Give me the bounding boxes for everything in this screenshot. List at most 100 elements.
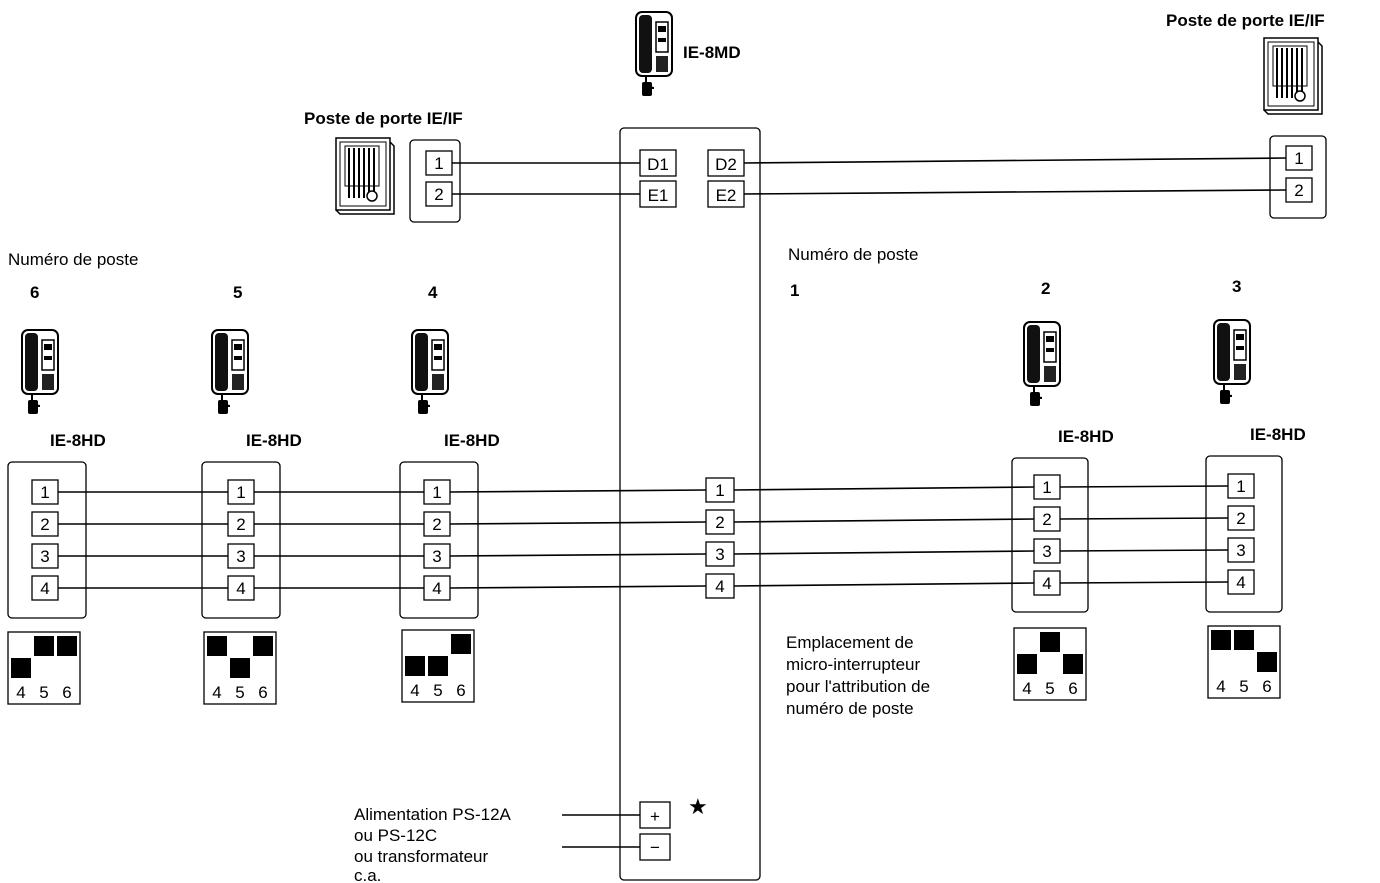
dip-label-5: 5 xyxy=(433,681,442,700)
handset-icon xyxy=(411,329,449,415)
terminal-3-label: 3 xyxy=(236,547,245,566)
handset-icon xyxy=(1213,319,1251,405)
terminal-2-label: 2 xyxy=(432,515,441,534)
dip-label-5: 5 xyxy=(39,683,48,702)
power-note-line-1: Alimentation PS-12A xyxy=(354,805,512,824)
dip-switch-5 xyxy=(34,636,54,656)
dip-note-line-3: pour l'attribution de xyxy=(786,677,930,696)
dip-switch-4 xyxy=(207,636,227,656)
terminal-d2-label: D2 xyxy=(715,155,737,174)
terminal-2-label: 2 xyxy=(236,515,245,534)
dip-note-line-1: Emplacement de xyxy=(786,633,914,652)
power-note-line-2: ou PS-12C xyxy=(354,826,437,845)
station-number: 5 xyxy=(233,283,242,302)
door-left-terminal-1-label: 1 xyxy=(434,154,443,173)
bus-wires xyxy=(58,485,1229,589)
dip-label-4: 4 xyxy=(410,681,419,700)
station-model: IE-8HD xyxy=(50,431,106,450)
terminal-e1 xyxy=(639,180,677,208)
dip-switch: 4 5 6 xyxy=(1013,627,1087,701)
terminal-1-label: 1 xyxy=(40,483,49,502)
wire-4-seg-c xyxy=(449,585,707,589)
numero-label-left: Numéro de poste xyxy=(8,250,138,269)
power-note: Alimentation PS-12A ou PS-12C ou transfo… xyxy=(354,805,640,883)
station-model: IE-8HD xyxy=(1058,427,1114,446)
terminal-2 xyxy=(1033,506,1061,532)
station-5: 5 IE-8HD 1 2 3 4 4 5 6 xyxy=(201,283,302,705)
dip-switch: 4 5 6 xyxy=(203,631,277,705)
terminal-2 xyxy=(1227,505,1255,531)
wire-door-right-2 xyxy=(743,189,1287,195)
dip-switch: 4 5 6 xyxy=(401,629,475,703)
dip-note: Emplacement de micro-interrupteur pour l… xyxy=(786,633,930,718)
station-number: 3 xyxy=(1232,277,1241,296)
master-terminal-3 xyxy=(705,541,735,567)
terminal-3-label: 3 xyxy=(432,547,441,566)
dip-switch-5 xyxy=(1040,632,1060,652)
station-model: IE-8HD xyxy=(444,431,500,450)
wire-1-seg-e xyxy=(1059,485,1229,488)
door-left-icon xyxy=(335,137,395,215)
dip-switch-6 xyxy=(451,634,471,654)
terminal-3 xyxy=(423,543,451,569)
wire-2-seg-c xyxy=(449,521,707,525)
dip-switch-4 xyxy=(405,656,425,676)
terminal-e2-label: E2 xyxy=(716,186,737,205)
master-model-label: IE-8MD xyxy=(683,43,741,62)
door-left-terminal-1 xyxy=(425,150,453,176)
door-station-right: Poste de porte IE/IF 1 2 xyxy=(1166,11,1327,219)
door-station-left: Poste de porte IE/IF 1 2 xyxy=(304,109,463,223)
door-right-label: Poste de porte IE/IF xyxy=(1166,11,1325,30)
terminal-2 xyxy=(423,511,451,537)
dip-label-6: 6 xyxy=(1068,679,1077,698)
master-terminal-block xyxy=(619,127,761,881)
terminal-1 xyxy=(227,479,255,505)
station-3: 3 IE-8HD 1 2 3 4 4 5 6 xyxy=(1205,277,1306,699)
door-left-terminal-2 xyxy=(425,181,453,207)
terminal-d2 xyxy=(707,149,745,177)
dip-switch-6 xyxy=(1063,654,1083,674)
terminal-3-label: 3 xyxy=(40,547,49,566)
terminal-4-label: 4 xyxy=(40,579,49,598)
station-terminal-block xyxy=(1205,455,1283,613)
door-right-icon xyxy=(1263,37,1323,115)
dip-switch: 4 5 6 xyxy=(1207,625,1281,699)
station-2: 2 IE-8HD 1 2 3 4 4 5 6 xyxy=(1011,279,1114,701)
power-minus-label: − xyxy=(650,838,660,857)
terminal-1 xyxy=(423,479,451,505)
handset-icon xyxy=(211,329,249,415)
station-terminal-block xyxy=(7,461,87,619)
dip-switch-6 xyxy=(57,636,77,656)
terminal-4-label: 4 xyxy=(1236,573,1245,592)
door-left-terminal-2-label: 2 xyxy=(434,185,443,204)
door-left-label: Poste de porte IE/IF xyxy=(304,109,463,128)
master-station: IE-8MD D1 E1 D2 E2 1 2 3 4 + − ★ xyxy=(619,11,761,881)
master-terminal-1-label: 1 xyxy=(715,481,724,500)
terminal-3-label: 3 xyxy=(1042,542,1051,561)
dip-note-line-4: numéro de poste xyxy=(786,699,914,718)
dip-switch-4 xyxy=(11,658,31,678)
dip-switch-5 xyxy=(428,656,448,676)
terminal-4-label: 4 xyxy=(236,579,245,598)
wire-4-seg-e xyxy=(1059,581,1229,584)
terminal-4-label: 4 xyxy=(432,579,441,598)
wire-4-seg-d xyxy=(733,582,1035,587)
star-marker: ★ xyxy=(688,794,708,819)
dip-label-4: 4 xyxy=(1216,677,1225,696)
dip-label-6: 6 xyxy=(456,681,465,700)
terminal-2-label: 2 xyxy=(40,515,49,534)
dip-label-5: 5 xyxy=(1239,677,1248,696)
station-number: 2 xyxy=(1041,279,1050,298)
handset-icon xyxy=(21,329,59,415)
terminal-1-label: 1 xyxy=(236,483,245,502)
dip-label-6: 6 xyxy=(1262,677,1271,696)
master-number: 1 xyxy=(790,281,799,300)
station-6: 6 IE-8HD 1 2 3 4 4 5 6 xyxy=(7,283,106,705)
dip-label-6: 6 xyxy=(258,683,267,702)
terminal-1-label: 1 xyxy=(1236,477,1245,496)
dip-label-5: 5 xyxy=(1045,679,1054,698)
terminal-3-label: 3 xyxy=(1236,541,1245,560)
wire-1-seg-c xyxy=(449,489,707,493)
wire-2-seg-d xyxy=(733,518,1035,523)
